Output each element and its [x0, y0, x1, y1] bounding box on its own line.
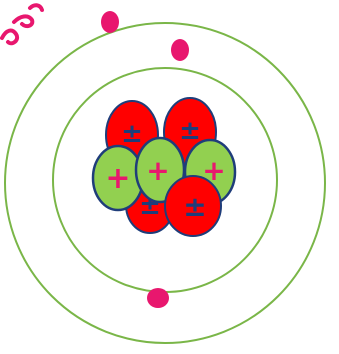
electron-icon [147, 288, 169, 308]
neutron-sign: ± [183, 190, 206, 223]
proton-sign: + [105, 161, 130, 196]
electron-icon [171, 39, 189, 61]
neutron-icon: ± [165, 176, 221, 236]
nucleus: ± ± ± + + + ± [93, 98, 235, 236]
electron-icon [101, 11, 119, 33]
pink-squiggle-mark [2, 5, 42, 43]
neutron-sign: ± [179, 116, 201, 146]
proton-sign: + [146, 154, 169, 187]
neutron-sign: ± [121, 119, 143, 149]
